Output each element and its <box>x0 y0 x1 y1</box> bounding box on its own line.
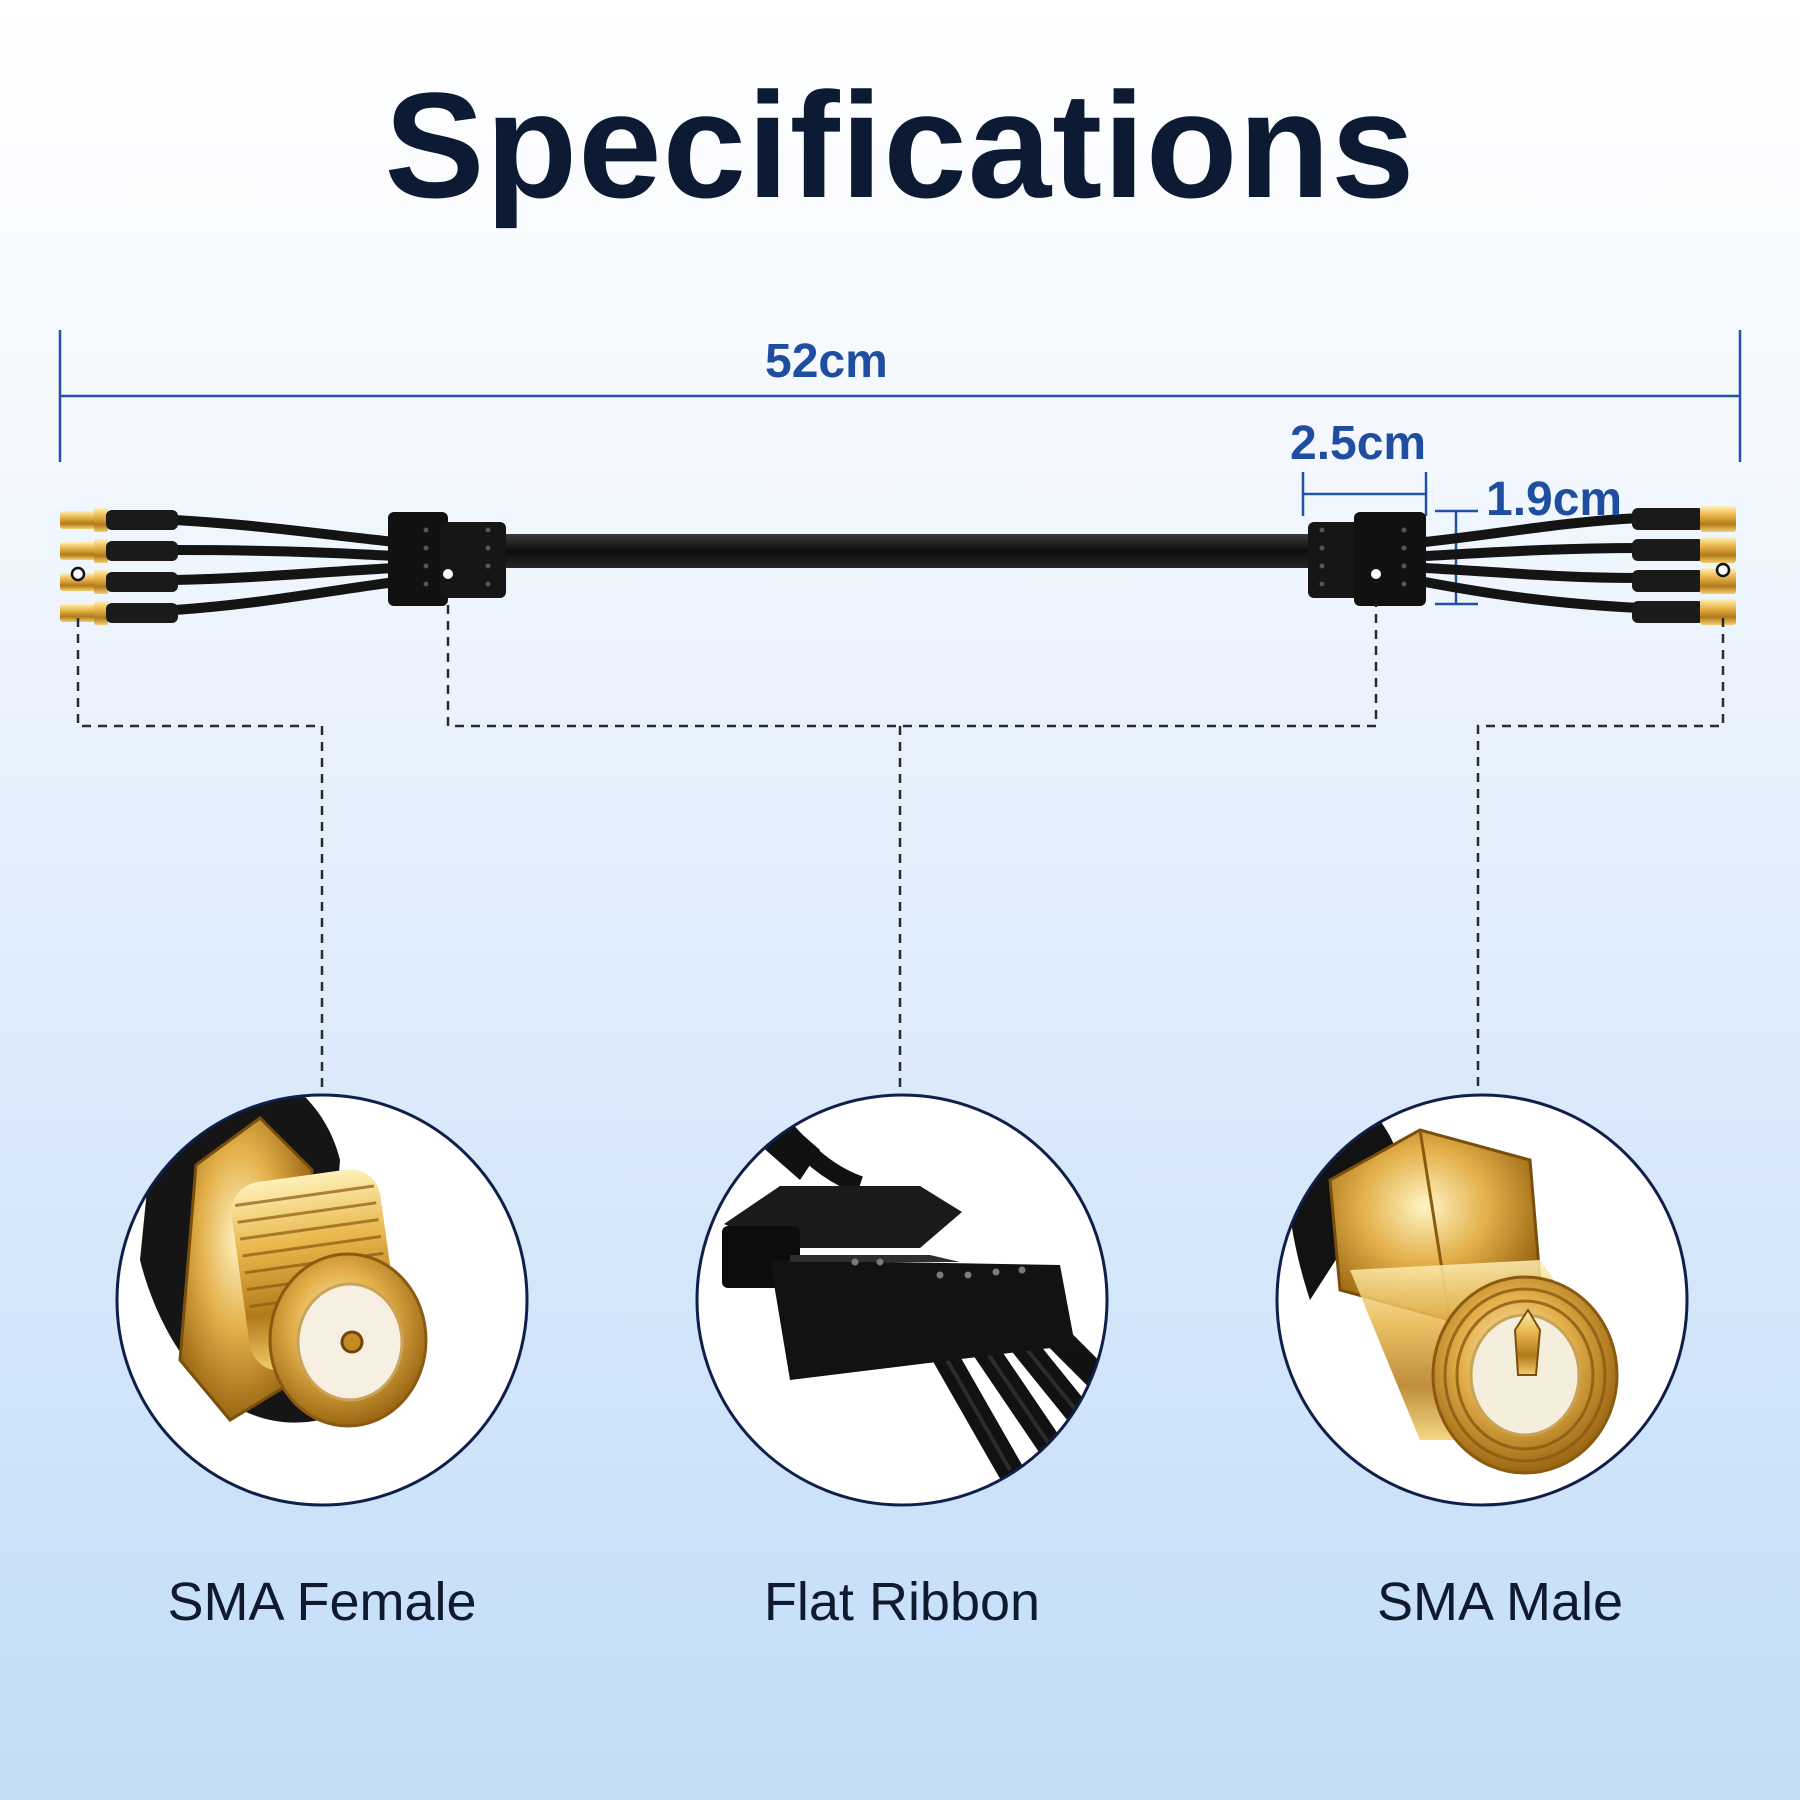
sma-female-connector-icon <box>115 1093 529 1507</box>
sma-male-connector-icon <box>1275 1093 1689 1507</box>
right-splitter-housing <box>1308 512 1426 606</box>
splitter-length-dimension-line <box>1301 472 1428 516</box>
total-length-label: 52cm <box>765 335 888 388</box>
caption-sma-female: SMA Female <box>167 1572 477 1632</box>
splitter-length-label: 2.5cm <box>1290 417 1427 470</box>
cable-assembly <box>60 506 1736 625</box>
total-length-dimension-line <box>58 330 1742 462</box>
left-splitter-housing <box>388 512 506 606</box>
callout-anchor-markers <box>70 562 1731 582</box>
splitter-height-label: 1.9cm <box>1486 473 1623 526</box>
right-sma-male-connectors <box>1632 506 1736 625</box>
flat-ribbon-splitter-icon <box>695 1093 1109 1507</box>
caption-sma-male: SMA Male <box>1376 1572 1624 1632</box>
left-pigtails <box>170 515 400 615</box>
right-pigtails <box>1420 513 1645 613</box>
left-sma-female-connectors <box>60 508 178 625</box>
caption-flat-ribbon: Flat Ribbon <box>763 1572 1041 1632</box>
page-title: Specifications <box>384 61 1416 229</box>
flat-ribbon-cable <box>500 534 1320 568</box>
callout-leader-lines <box>76 605 1725 1088</box>
